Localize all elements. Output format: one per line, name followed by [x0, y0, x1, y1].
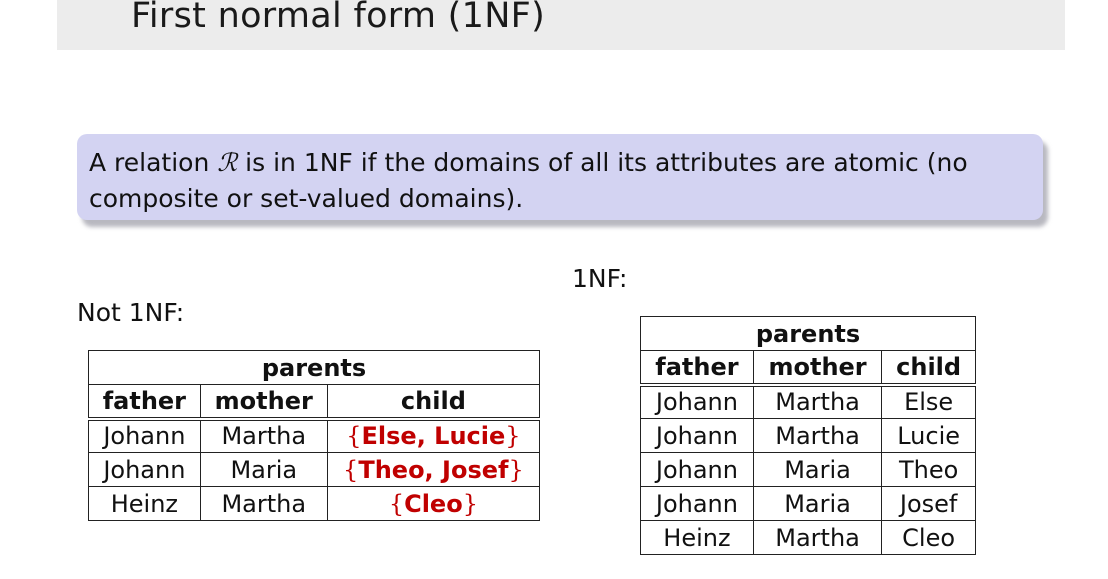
1nf-table: parents father mother child Johann Marth…: [640, 316, 976, 555]
brace-close: }: [462, 489, 478, 518]
cell-mother: Maria: [199, 452, 328, 487]
column-header-child: child: [326, 384, 541, 419]
table-row: Johann Maria Theo: [640, 452, 976, 487]
cell-father: Johann: [640, 418, 754, 453]
cell-child: Theo: [881, 452, 976, 487]
table-row: Johann Maria {Theo, Josef}: [88, 452, 541, 487]
not-1nf-label: Not 1NF:: [77, 298, 185, 327]
table-row: Heinz Martha Cleo: [640, 520, 976, 555]
cell-child: Lucie: [881, 418, 976, 453]
definition-text-after: is in 1NF if the domains of all its attr…: [89, 148, 968, 213]
table-row: Johann Maria Josef: [640, 486, 976, 521]
cell-father: Johann: [640, 486, 754, 521]
cell-mother: Maria: [752, 486, 883, 521]
cell-father: Johann: [88, 416, 201, 453]
cell-child: Josef: [881, 486, 976, 521]
cell-mother: Martha: [752, 520, 883, 555]
1nf-label: 1NF:: [572, 264, 628, 293]
brace-close: }: [505, 422, 521, 451]
brace-open: {: [346, 422, 362, 451]
table-row: Heinz Martha {Cleo}: [88, 486, 541, 521]
cell-mother: Martha: [752, 418, 883, 453]
cell-child: Cleo: [881, 520, 976, 555]
child-set-values: Cleo: [404, 489, 463, 518]
cell-mother: Martha: [199, 416, 328, 453]
column-header-father: father: [640, 350, 754, 385]
cell-mother: Maria: [752, 452, 883, 487]
cell-mother: Martha: [199, 486, 328, 521]
brace-close: }: [508, 455, 524, 484]
column-header-mother: mother: [199, 384, 328, 419]
group-header: parents: [640, 316, 976, 351]
cell-child-set: {Cleo}: [326, 486, 541, 521]
cell-child-set: {Else, Lucie}: [326, 416, 541, 453]
brace-open: {: [343, 455, 359, 484]
brace-open: {: [388, 489, 405, 518]
cell-father: Heinz: [88, 486, 201, 521]
relation-symbol: ℛ: [217, 148, 238, 177]
child-set-values: Else, Lucie: [361, 422, 506, 451]
definition-box: A relation ℛ is in 1NF if the domains of…: [77, 134, 1043, 220]
cell-mother: Martha: [752, 382, 883, 419]
table-row: Johann Martha {Else, Lucie}: [88, 416, 541, 453]
cell-child-set: {Theo, Josef}: [326, 452, 541, 487]
definition-text: A relation ℛ is in 1NF if the domains of…: [89, 145, 1029, 217]
table-row: Johann Martha Else: [640, 382, 976, 419]
cell-father: Johann: [88, 452, 201, 487]
group-header: parents: [88, 350, 540, 385]
cell-father: Heinz: [640, 520, 754, 555]
table-row: Johann Martha Lucie: [640, 418, 976, 453]
title-bar: First normal form (1NF): [57, 0, 1065, 50]
definition-text-before: A relation: [89, 148, 218, 177]
cell-father: Johann: [640, 452, 754, 487]
cell-child: Else: [881, 382, 976, 419]
not-1nf-table: parents father mother child Johann Marth…: [88, 350, 541, 521]
slide-title: First normal form (1NF): [131, 0, 546, 36]
column-header-father: father: [88, 384, 201, 419]
column-header-child: child: [881, 350, 976, 385]
child-set-values: Theo, Josef: [358, 455, 509, 484]
cell-father: Johann: [640, 382, 754, 419]
column-header-mother: mother: [752, 350, 883, 385]
